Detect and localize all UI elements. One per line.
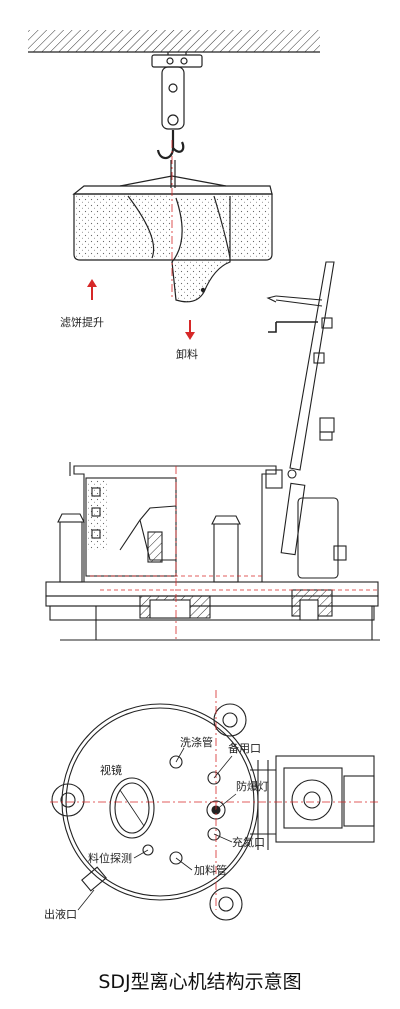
wash-pipe-port [169,755,183,769]
label-spare-port: 备用口 [228,741,261,755]
label-sight-glass: 视镜 [100,763,122,777]
falling-cake [171,196,231,303]
lug-bottom-right [209,887,243,921]
label-wash-pipe: 洗涤管 [180,735,213,749]
cake-left [75,195,171,259]
ceiling-mount [151,54,203,68]
cake-basket [73,193,273,261]
side-elevation [45,261,380,641]
lid-arm [289,261,335,471]
hydraulic-cylinder [280,482,306,556]
outlet-pipe [81,866,107,892]
label-discharge: 卸料 [176,347,198,361]
diagram-caption: SDJ型离心机结构示意图 [98,971,301,993]
label-cake-lift: 滤饼提升 [60,315,104,329]
plan-motor [291,779,333,821]
label-feed-pipe: 加料管 [194,863,227,877]
discharge-arrow [185,320,195,340]
label-level-probe: 料位探测 [88,851,132,865]
ceiling-hatch [28,30,320,52]
lift-hook [156,130,185,160]
plan-view [50,690,380,921]
sight-glass [109,777,155,839]
foot-left [59,521,83,583]
spare-port [207,771,221,785]
motor [297,497,339,579]
lug-left [51,783,85,817]
cake-lift-arrow [87,279,97,300]
lug-top-right [213,703,247,737]
foot-right [213,523,239,583]
label-nitrogen-port: 充氮口 [232,835,265,849]
feed-pipe-port [169,851,183,865]
hoist-body [161,66,185,130]
level-probe-port [142,844,154,856]
plan-motor-frame [275,755,375,843]
lid-handle [268,321,318,333]
label-outlet: 出液口 [44,907,77,921]
label-explosion-lamp: 防爆灯 [236,779,269,793]
cake-lift-view [28,30,320,303]
nitrogen-port [207,827,221,841]
cake-right [230,195,271,259]
